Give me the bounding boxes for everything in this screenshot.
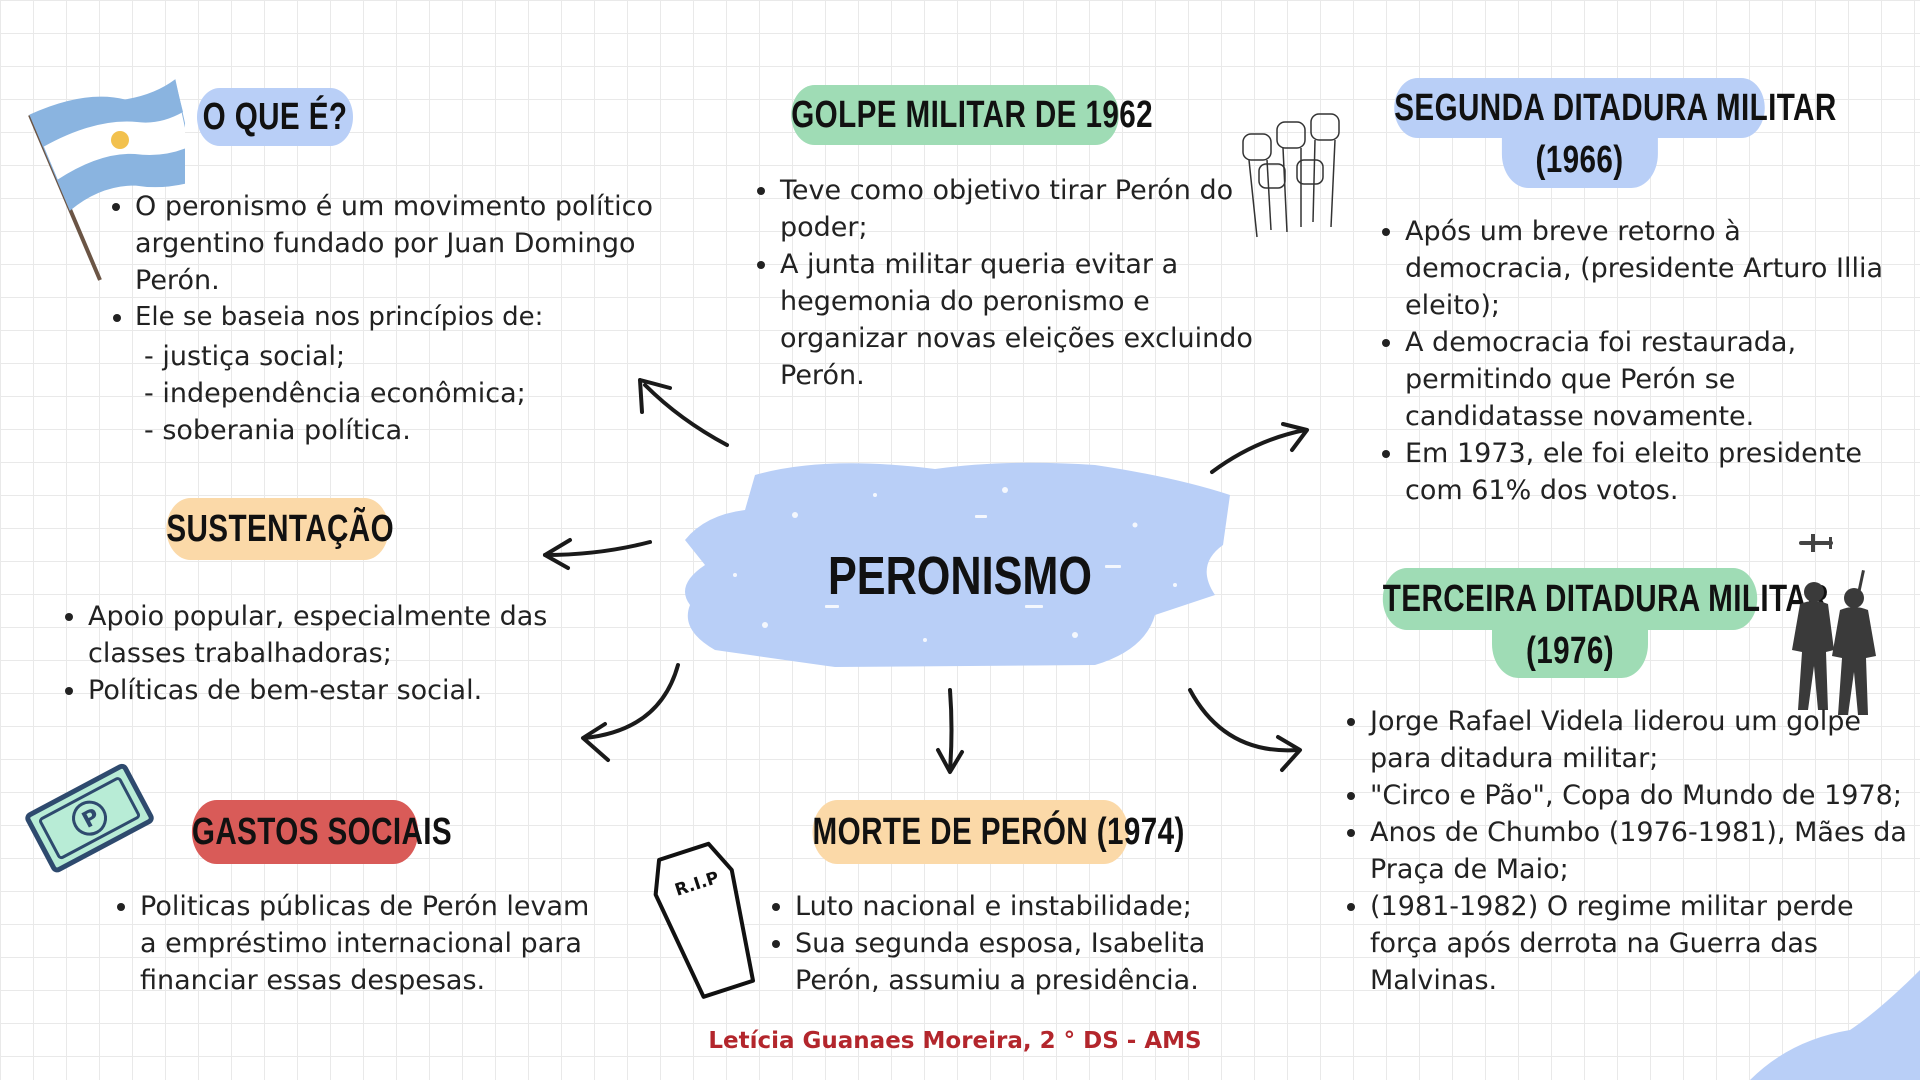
- oque-subitem-3: - soberania política.: [144, 415, 411, 446]
- section-title-morte: MORTE DE PERÓN (1974): [812, 800, 1184, 864]
- segunda-title-line1: SEGUNDA DITADURA MILITAR: [1394, 78, 1836, 138]
- segunda-bullet-1: Após um breve retorno à democracia, (pre…: [1405, 213, 1905, 324]
- segunda-title-line2: (1966): [1501, 138, 1658, 188]
- oque-subitem-2: - independência econômica;: [144, 378, 526, 409]
- arrow-to-gastos: [583, 663, 680, 740]
- corner-brush-decoration: [1750, 970, 1920, 1080]
- arrow-to-segunda: [1210, 428, 1307, 474]
- arrow-to-sustentacao: [543, 540, 652, 557]
- segunda-bullet-3: Em 1973, ele foi eleito presidente com 6…: [1405, 435, 1905, 509]
- oque-bullets: O peronismo é um movimento político arge…: [105, 188, 695, 336]
- oque-bullet-1: O peronismo é um movimento político arge…: [135, 188, 695, 299]
- coffin-icon: R.I.P: [653, 841, 756, 999]
- golpe-bullets: Teve como objetivo tirar Perón do poder;…: [750, 172, 1260, 394]
- terceira-title-line2: (1976): [1492, 630, 1648, 678]
- gastos-bullet-1: Politicas públicas de Perón levam a empr…: [140, 888, 600, 999]
- section-title-golpe: GOLPE MILITAR DE 1962: [791, 85, 1153, 145]
- oque-bullet-2: Ele se baseia nos princípios de:: [135, 299, 695, 336]
- terceira-bullet-4: (1981-1982) O regime militar perde força…: [1370, 888, 1915, 999]
- author-credit: Letícia Guanaes Moreira, 2 ° DS - AMS: [708, 1028, 1202, 1054]
- soldiers-icon: [1792, 570, 1876, 715]
- terceira-bullet-2: "Circo e Pão", Copa do Mundo de 1978;: [1370, 777, 1915, 814]
- section-title-segunda: SEGUNDA DITADURA MILITAR (1966): [1394, 78, 1836, 188]
- terceira-title-line1: TERCEIRA DITADURA MILITAR: [1382, 568, 1828, 630]
- golpe-bullet-1: Teve como objetivo tirar Perón do poder;: [780, 172, 1260, 246]
- golpe-bullet-2: A junta militar queria evitar a hegemoni…: [780, 246, 1260, 394]
- arrow-to-morte: [948, 688, 954, 772]
- gastos-bullets: Politicas públicas de Perón levam a empr…: [110, 888, 600, 999]
- terceira-bullets: Jorge Rafael Videla liderou um golpe par…: [1340, 703, 1915, 999]
- argentina-flag-icon: [28, 79, 185, 281]
- arrow-to-terceira: [1188, 688, 1300, 753]
- raised-fists-icon: [1242, 113, 1340, 238]
- morte-bullet-1: Luto nacional e instabilidade;: [795, 888, 1265, 925]
- sustentacao-bullet-2: Políticas de bem-estar social.: [88, 672, 568, 709]
- sustentacao-bullet-1: Apoio popular, especialmente das classes…: [88, 598, 568, 672]
- section-title-sustentacao: SUSTENTAÇÃO: [166, 498, 394, 560]
- arrow-to-oque: [643, 383, 729, 447]
- section-title-oque: O QUE É?: [197, 88, 353, 146]
- airplane-icon: [1799, 534, 1833, 552]
- section-title-gastos: GASTOS SOCIAIS: [191, 800, 452, 864]
- section-title-terceira: TERCEIRA DITADURA MILITAR (1976): [1382, 568, 1828, 678]
- segunda-bullet-2: A democracia foi restaurada, permitindo …: [1405, 324, 1905, 435]
- morte-bullet-2: Sua segunda esposa, Isabelita Perón, ass…: [795, 925, 1265, 999]
- center-brush-blob: [685, 462, 1230, 667]
- segunda-bullets: Após um breve retorno à democracia, (pre…: [1375, 213, 1905, 509]
- oque-subitem-1: - justiça social;: [144, 341, 346, 372]
- terceira-bullet-3: Anos de Chumbo (1976-1981), Mães da Praç…: [1370, 814, 1915, 888]
- sustentacao-bullets: Apoio popular, especialmente das classes…: [58, 598, 568, 709]
- banknote-icon: P: [25, 763, 154, 873]
- morte-bullets: Luto nacional e instabilidade; Sua segun…: [765, 888, 1265, 999]
- center-title: PERONISMO: [827, 546, 1093, 606]
- terceira-bullet-1: Jorge Rafael Videla liderou um golpe par…: [1370, 703, 1915, 777]
